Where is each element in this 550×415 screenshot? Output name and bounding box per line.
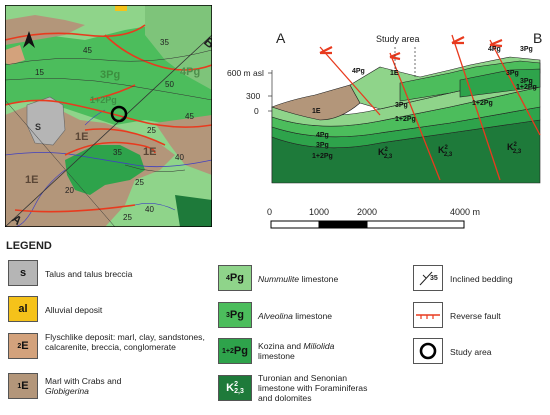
unit-label: 3Pg [395, 102, 408, 109]
dip-label: 35 [113, 148, 122, 157]
map-label-1e-c: 1E [25, 174, 38, 186]
map-label-3pg: 3Pg [100, 69, 120, 81]
dip-label: 15 [35, 68, 44, 77]
legend-title: LEGEND [6, 240, 52, 252]
cross-section: A B Study area 600 m asl 300 0 4Pg 1E 4P… [227, 30, 542, 184]
map-label-4pg: 4Pg [180, 66, 200, 78]
scale-label-2000: 2000 [357, 207, 378, 217]
legend-text-nummulite: Nummulite limestone [258, 274, 339, 284]
bedding-symbol-icon: 35 [419, 271, 438, 286]
unit-label: 1+2Pg [516, 84, 537, 91]
dip-label: 45 [83, 46, 92, 55]
map-label-1e-b: 1E [143, 146, 156, 158]
unit-label: 3Pg [506, 70, 519, 77]
unit-label: 1+2Pg [312, 153, 333, 160]
dip-label: 35 [160, 38, 169, 47]
legend-swatch-alluvial: al [8, 296, 38, 322]
legend-swatch-fault [413, 302, 443, 328]
scale-label-4000: 4000 m [450, 207, 481, 217]
scale-label-1000: 1000 [309, 207, 330, 217]
legend-text-fault: Reverse fault [450, 311, 501, 321]
dip-label: 25 [147, 126, 156, 135]
unit-label: 1E [312, 108, 321, 115]
map-label-s: S [35, 122, 41, 132]
unit-label: 1+2Pg [472, 100, 493, 107]
geological-map: 3Pg 4Pg 1+2Pg 1E 1E 1E S 45 35 15 50 45 … [5, 5, 212, 227]
dip-label: 25 [123, 213, 132, 222]
dip-label: 45 [185, 112, 194, 121]
unit-label: 3Pg [520, 78, 533, 85]
dip-label: 20 [65, 186, 74, 195]
legend-swatch-talus: s [8, 260, 38, 286]
map-section-end-b: B [201, 34, 212, 52]
study-area-marker [110, 105, 128, 123]
legend-text-study-area: Study area [450, 347, 492, 357]
legend-text-talus: Talus and talus breccia [45, 269, 133, 279]
unit-label: 4Pg [352, 68, 365, 75]
reverse-fault-icon [416, 314, 440, 319]
svg-text:35: 35 [430, 275, 438, 282]
section-end-b: B [533, 30, 542, 46]
unit-label: 1+2Pg [395, 116, 416, 123]
map-label-12pg: 1+2Pg [90, 95, 117, 105]
elev-600: 600 m asl [227, 68, 264, 78]
elev-0: 0 [254, 106, 259, 116]
study-area-label: Study area [376, 34, 420, 44]
unit-label: 3Pg [316, 142, 329, 149]
legend-text-flysch: Flyschlike deposit: marl, clay, sandston… [45, 332, 205, 352]
dip-label: 40 [175, 153, 184, 162]
dip-label: 25 [135, 178, 144, 187]
elev-300: 300 [246, 91, 260, 101]
map-label-1e-a: 1E [75, 131, 88, 143]
section-end-a: A [276, 30, 286, 46]
unit-label: 1E [390, 70, 399, 77]
legend-text-alluvial: Alluvial deposit [45, 305, 103, 315]
unit-label: 4Pg [316, 132, 329, 139]
legend-swatch-study-area [413, 338, 443, 364]
unit-label: 4Pg [488, 46, 501, 53]
unit-label: 3Pg [520, 46, 533, 53]
dip-label: 50 [165, 80, 174, 89]
legend-swatch-bedding: 35 [413, 265, 443, 291]
legend-text-bedding: Inclined bedding [450, 274, 513, 284]
north-arrow-icon [23, 31, 35, 48]
legend-text-alveolina: Alveolina limestone [258, 311, 333, 321]
dip-label: 40 [145, 205, 154, 214]
study-area-icon [419, 342, 437, 360]
scale-label-0: 0 [267, 207, 273, 217]
scale-bar [270, 220, 465, 229]
